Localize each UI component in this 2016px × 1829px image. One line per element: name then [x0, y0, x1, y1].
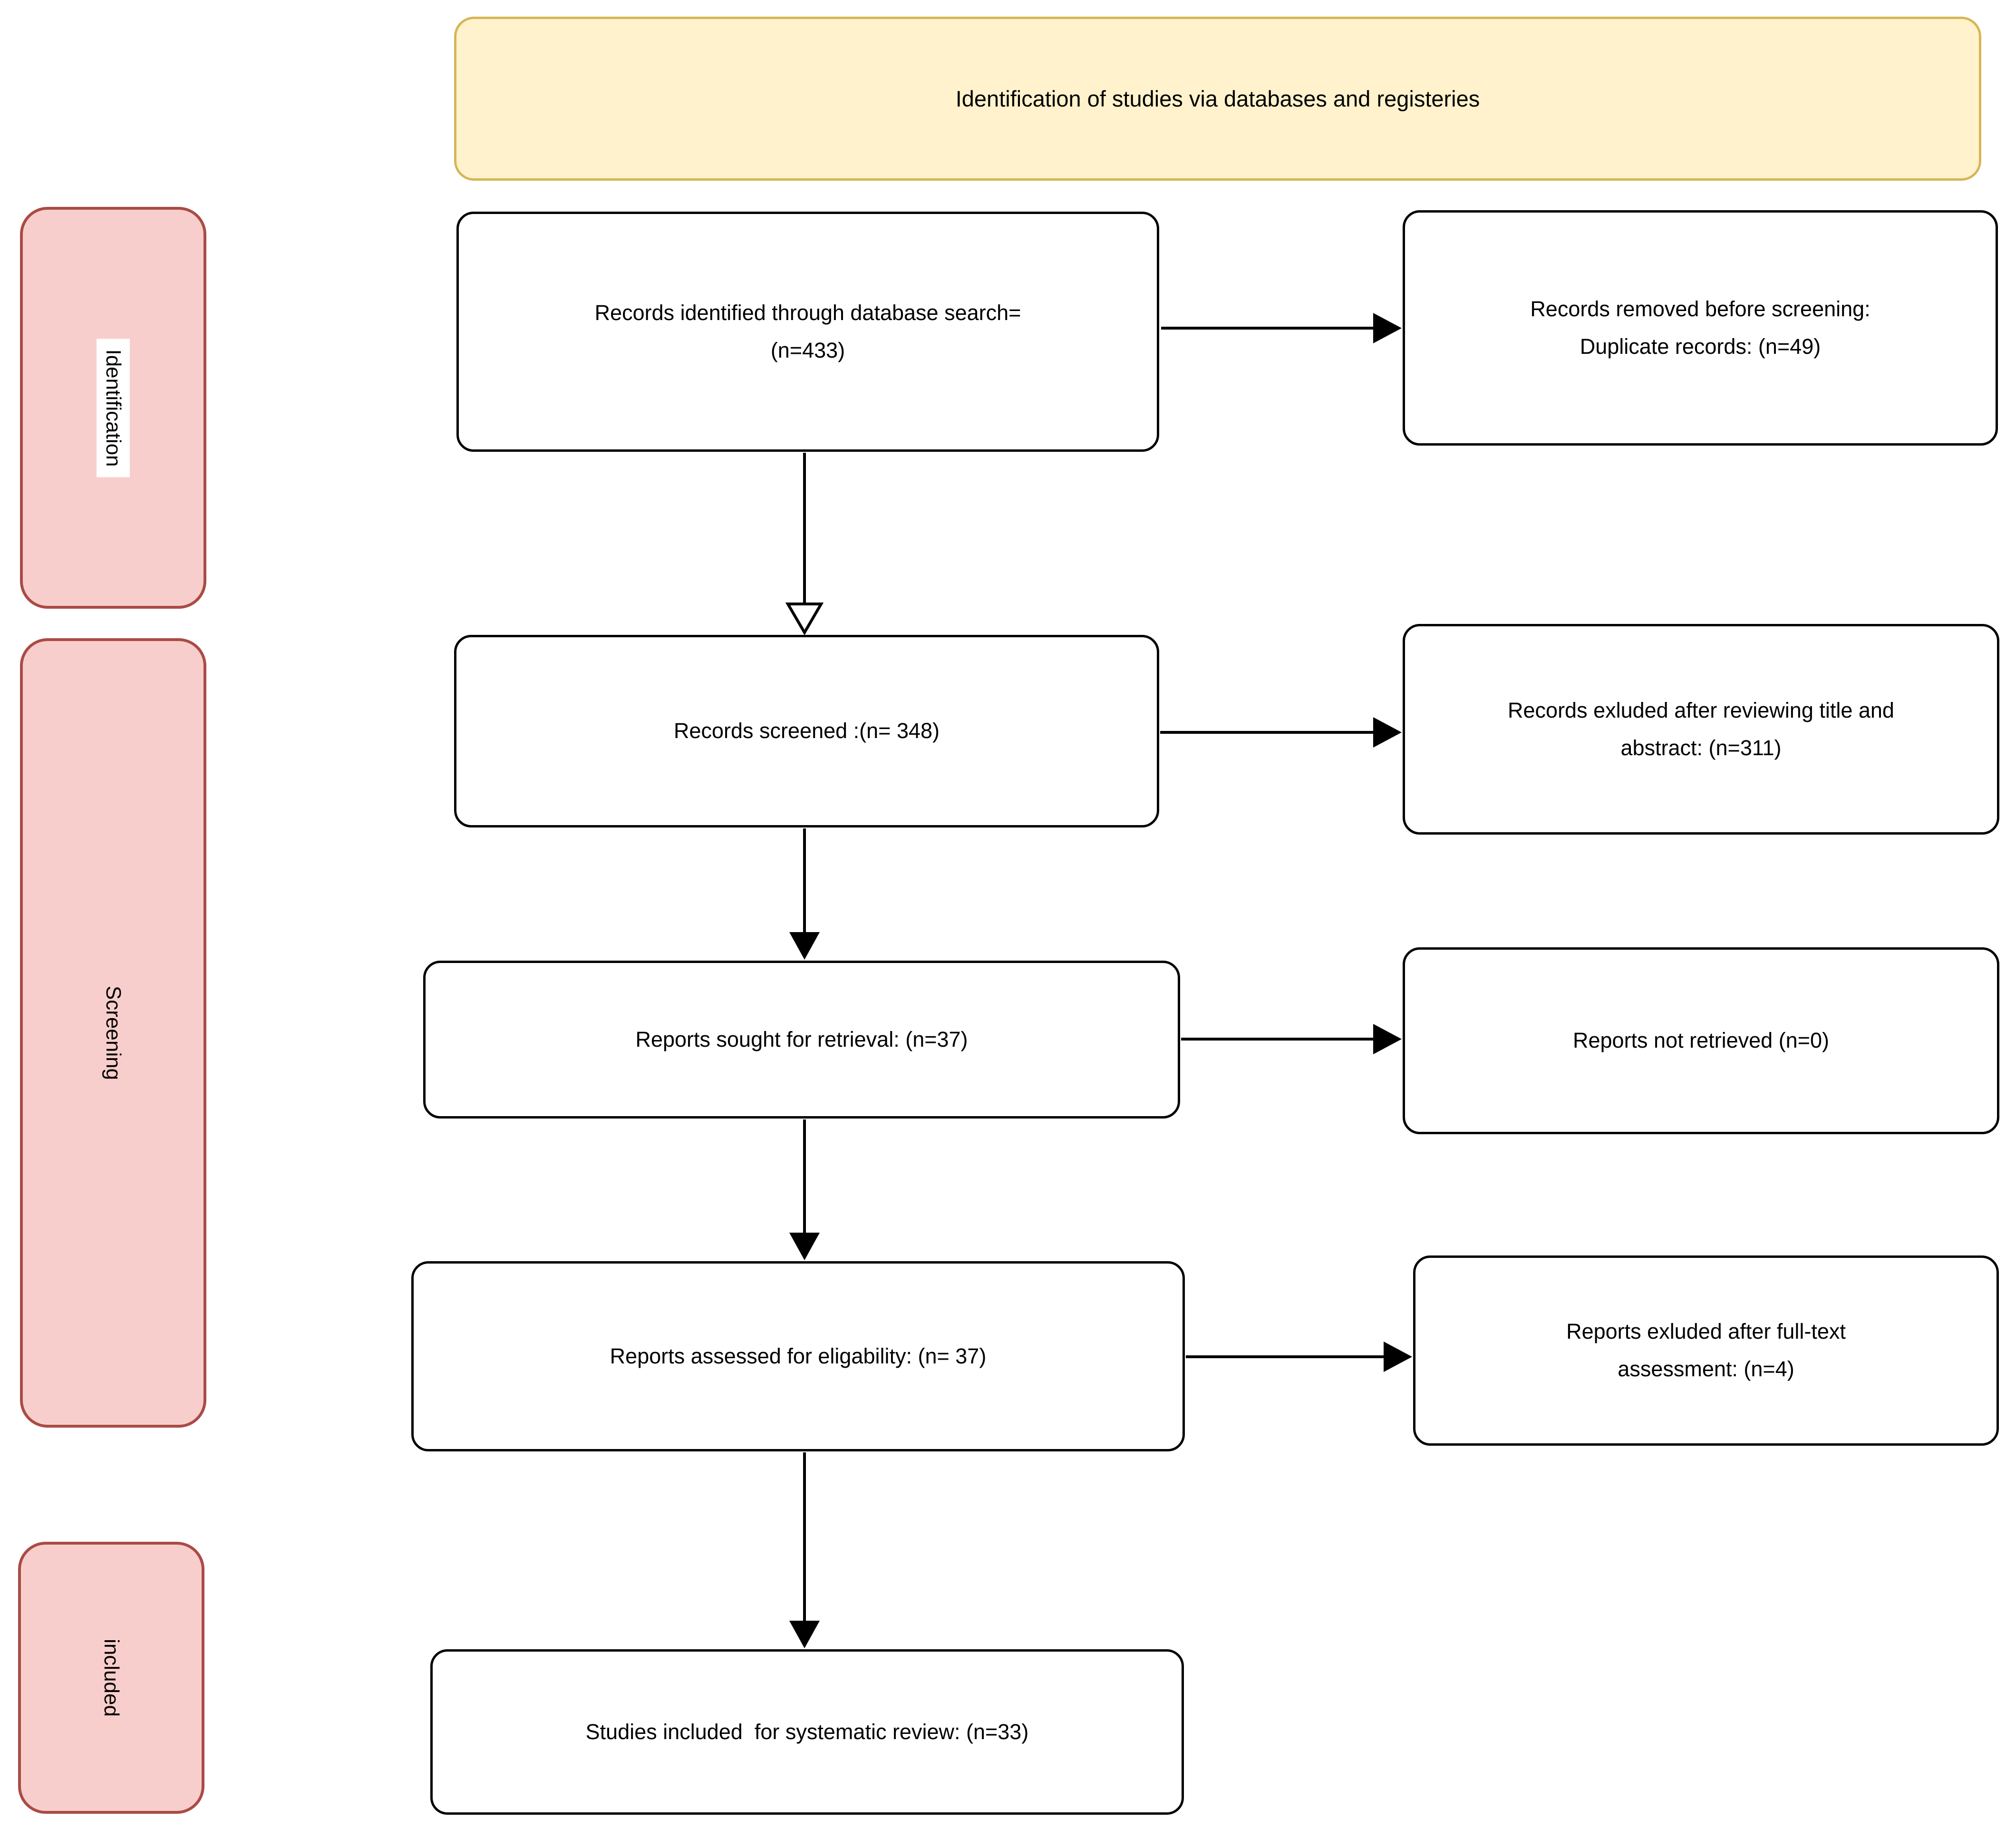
box-records-identified: Records identified through database sear… — [456, 212, 1159, 452]
box-text-line: Reports assessed for eligability: (n= 37… — [610, 1343, 987, 1368]
arrowhead-solid — [1373, 1024, 1402, 1054]
box-records-removed: Records removed before screening: Duplic… — [1403, 210, 1998, 446]
box-text-line: Duplicate records: (n=49) — [1580, 334, 1821, 359]
box-reports-sought: Reports sought for retrieval: (n=37) — [423, 961, 1180, 1119]
arrowhead-hollow — [785, 603, 824, 635]
arrowhead-solid — [789, 1233, 820, 1260]
box-reports-assessed: Reports assessed for eligability: (n= 37… — [411, 1261, 1185, 1451]
box-text-line: Reports exluded after full-text — [1566, 1319, 1846, 1344]
stage-screening: Screening — [20, 638, 206, 1428]
box-text-line: Records identified through database sear… — [594, 300, 1021, 325]
banner-title: Identification of studies via databases … — [955, 86, 1480, 111]
stage-identification-label: Identification — [97, 338, 130, 477]
stage-included-label: included — [100, 1639, 123, 1717]
arrowhead-solid — [1373, 717, 1402, 748]
box-reports-excluded-fulltext: Reports exluded after full-text assessme… — [1413, 1255, 1999, 1446]
box-text-line: Records screened :(n= 348) — [673, 719, 940, 743]
stage-identification: Identification — [20, 207, 206, 609]
arrowhead-solid — [1373, 313, 1402, 343]
box-text-line: Reports not retrieved (n=0) — [1572, 1028, 1829, 1053]
stage-included: included — [18, 1542, 204, 1814]
box-text-line: assessment: (n=4) — [1618, 1357, 1794, 1381]
box-text-line: Studies included for systematic review: … — [585, 1719, 1029, 1744]
arrowhead-solid — [1384, 1342, 1412, 1372]
box-text-line: abstract: (n=311) — [1620, 735, 1782, 760]
box-text-line: (n=433) — [770, 338, 845, 362]
box-text-line: Reports sought for retrieval: (n=37) — [635, 1027, 968, 1051]
stage-screening-label: Screening — [102, 985, 125, 1080]
box-reports-not-retrieved: Reports not retrieved (n=0) — [1403, 947, 1999, 1134]
box-records-excluded-title-abstract: Records exluded after reviewing title an… — [1403, 624, 1999, 835]
box-studies-included: Studies included for systematic review: … — [430, 1649, 1184, 1815]
box-text-line: Records removed before screening: — [1530, 296, 1871, 321]
arrowhead-solid — [789, 932, 820, 960]
box-text-line: Records exluded after reviewing title an… — [1508, 698, 1894, 722]
box-records-screened: Records screened :(n= 348) — [454, 635, 1159, 827]
arrowhead-solid — [789, 1621, 820, 1648]
banner-title-box: Identification of studies via databases … — [454, 17, 1981, 181]
